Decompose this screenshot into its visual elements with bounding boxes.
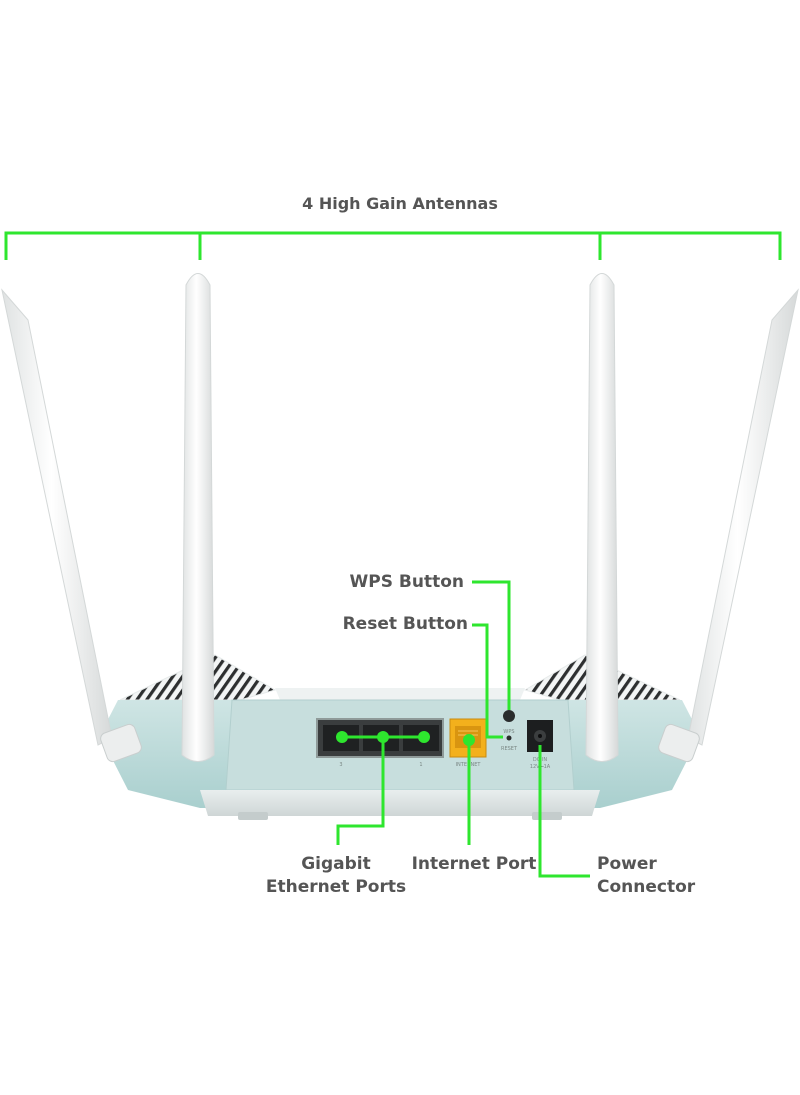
wps-button-label: WPS Button [349,572,464,592]
power-connector-label-line1: Power [597,854,657,874]
gigabit-ports-label-line2: Ethernet Ports [265,877,407,897]
power-connector-label: Power Connector [597,853,727,899]
callout-dots [336,731,475,746]
gigabit-ports-label: Gigabit Ethernet Ports [256,853,416,899]
gigabit-ports-label-line1: Gigabit [301,854,371,874]
antenna-outer-right [658,288,799,763]
antennas-label: 4 High Gain Antennas [302,194,498,213]
port-3-mark: 3 [339,762,342,768]
internet-port-label: Internet Port [411,854,537,874]
reset-mark: RESET [501,746,518,752]
port-1-mark: 1 [419,762,422,768]
reset-button-label: Reset Button [342,614,468,634]
antenna-inner-right [585,273,619,762]
antenna-outer-left [1,288,142,763]
antenna-inner-left [181,273,215,762]
wps-mark: WPS [503,729,514,735]
antenna-bracket [4,231,782,260]
callout-lines [336,580,590,878]
reset-pinhole [506,735,512,741]
power-connector-label-line2: Connector [597,877,696,897]
wps-button [503,710,515,722]
